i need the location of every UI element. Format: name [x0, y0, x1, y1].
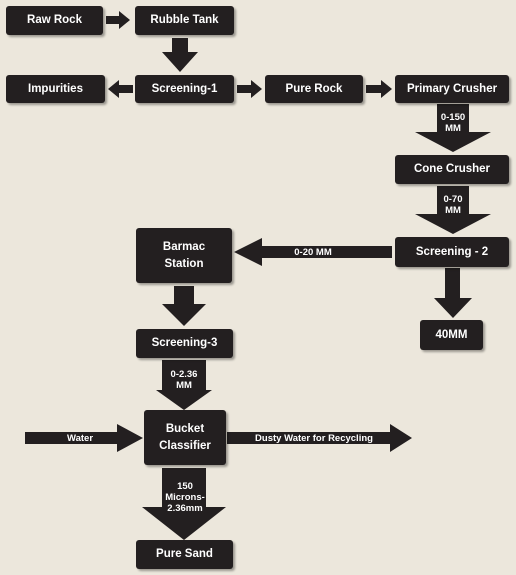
- screening-2-label: Screening - 2: [415, 245, 489, 258]
- arrow-screening2-to-40mm: [434, 268, 472, 318]
- bucket-classifier-label-line1: Bucket: [165, 422, 205, 435]
- bucket-output-label: 150 Microns- 2.36mm: [158, 481, 212, 514]
- screening-1-box: Screening-1: [135, 75, 234, 103]
- arrow-screening1-to-purerock: [237, 80, 262, 98]
- arrow-bucket-to-dustywater: [227, 424, 412, 452]
- screening-1-label: Screening-1: [151, 82, 218, 95]
- arrow-bucket-to-puresand: [142, 468, 226, 540]
- 40mm-label: 40MM: [435, 328, 468, 341]
- screening3-output-label-line2: MM: [176, 380, 192, 391]
- cone-crusher-box: Cone Crusher: [395, 155, 509, 184]
- primary-crusher-label: Primary Crusher: [406, 82, 498, 95]
- primary-crusher-box: Primary Crusher: [395, 75, 509, 103]
- pure-sand-box: Pure Sand: [136, 540, 233, 569]
- impurities-box: Impurities: [6, 75, 105, 103]
- 40mm-box: 40MM: [420, 320, 483, 350]
- screening3-output-label-line1: 0-2.36: [170, 369, 198, 380]
- impurities-label: Impurities: [28, 82, 83, 95]
- primary-output-label: 0-150 MM: [433, 112, 473, 134]
- raw-rock-box: Raw Rock: [6, 6, 103, 35]
- water-label: Water: [66, 433, 94, 444]
- raw-rock-label: Raw Rock: [27, 14, 82, 26]
- rubble-tank-box: Rubble Tank: [135, 6, 234, 35]
- bucket-classifier-box: Bucket Classifier: [144, 410, 226, 465]
- barmac-station-label-line1: Barmac: [162, 240, 206, 253]
- cone-output-label: 0-70 MM: [433, 194, 473, 216]
- screening-3-box: Screening-3: [136, 329, 233, 358]
- screening-3-label: Screening-3: [151, 337, 218, 349]
- rubble-tank-label: Rubble Tank: [150, 14, 219, 26]
- arrow-screening1-to-impurities: [108, 80, 133, 98]
- screening3-output-label: 0-2.36 MM: [160, 369, 208, 391]
- arrow-water-to-bucket: [25, 424, 143, 452]
- cone-output-label-line2: MM: [445, 205, 461, 216]
- arrow-primary-to-cone: [415, 104, 491, 152]
- pure-sand-label: Pure Sand: [156, 548, 213, 560]
- screening2-to-barmac-label: 0-20 MM: [294, 247, 332, 258]
- screening-2-box: Screening - 2: [395, 237, 509, 267]
- primary-output-label-line2: MM: [445, 123, 461, 134]
- barmac-station-box: Barmac Station: [136, 228, 232, 283]
- barmac-station-label-line2: Station: [164, 257, 204, 270]
- arrow-cone-to-screening2: [415, 186, 491, 234]
- bucket-output-label-line1: 150: [177, 481, 193, 492]
- pure-rock-label: Pure Rock: [285, 82, 343, 95]
- cone-crusher-label: Cone Crusher: [413, 163, 491, 175]
- dusty-water-label: Dusty Water for Recycling: [255, 433, 373, 444]
- pure-rock-box: Pure Rock: [265, 75, 363, 103]
- arrow-raw-to-rubble: [106, 11, 130, 29]
- arrow-screening3-to-bucket: [156, 360, 212, 410]
- arrow-barmac-to-screening3: [162, 286, 206, 326]
- cone-output-label-line1: 0-70: [443, 194, 463, 205]
- arrow-rubble-to-screening1: [162, 38, 198, 72]
- bucket-output-label-line2: Microns-: [165, 492, 205, 503]
- bucket-output-label-line3: 2.36mm: [167, 503, 203, 514]
- arrow-purerock-to-primary: [366, 80, 392, 98]
- primary-output-label-line1: 0-150: [440, 112, 466, 123]
- arrow-screening2-to-barmac: [234, 238, 392, 266]
- bucket-classifier-label-line2: Classifier: [159, 439, 211, 452]
